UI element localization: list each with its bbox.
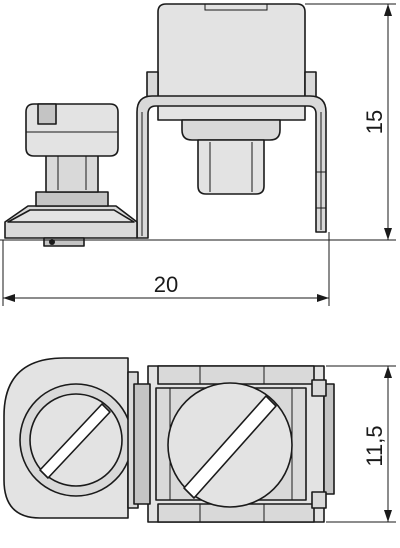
clamp-top-band <box>157 365 315 385</box>
clamp-box <box>157 3 306 121</box>
width-dim-arrow-left <box>3 294 15 302</box>
depth-dim-label: 11,5 <box>362 425 387 466</box>
clamp-tab-right-small-b <box>311 491 327 509</box>
width-dim-label: 20 <box>154 272 178 297</box>
top-view: 11,5 <box>3 357 396 523</box>
depth-dim-arrow-bottom <box>384 510 392 522</box>
nut <box>197 139 265 195</box>
screw-head-slot <box>37 103 57 125</box>
base-plate-top <box>7 209 135 223</box>
bracket <box>136 95 327 239</box>
clamp-box-top-tab <box>204 3 268 11</box>
depth-dim-arrow-top <box>384 366 392 378</box>
side-view: 15 20 <box>0 3 396 306</box>
clamp-tab-right <box>323 383 335 495</box>
clamp-screw-slot <box>183 395 277 499</box>
screw-neck <box>35 191 109 207</box>
clamp-tab-right-small <box>311 379 327 397</box>
height-dim-arrow-bottom <box>384 228 392 240</box>
eyelet-screw-slot <box>39 403 111 479</box>
height-dim-label: 15 <box>362 110 387 134</box>
width-dim-arrow-right <box>317 294 329 302</box>
box-bottom-flange <box>181 119 281 141</box>
height-dim-arrow-top <box>384 4 392 16</box>
clamp-tab-left <box>133 383 151 505</box>
